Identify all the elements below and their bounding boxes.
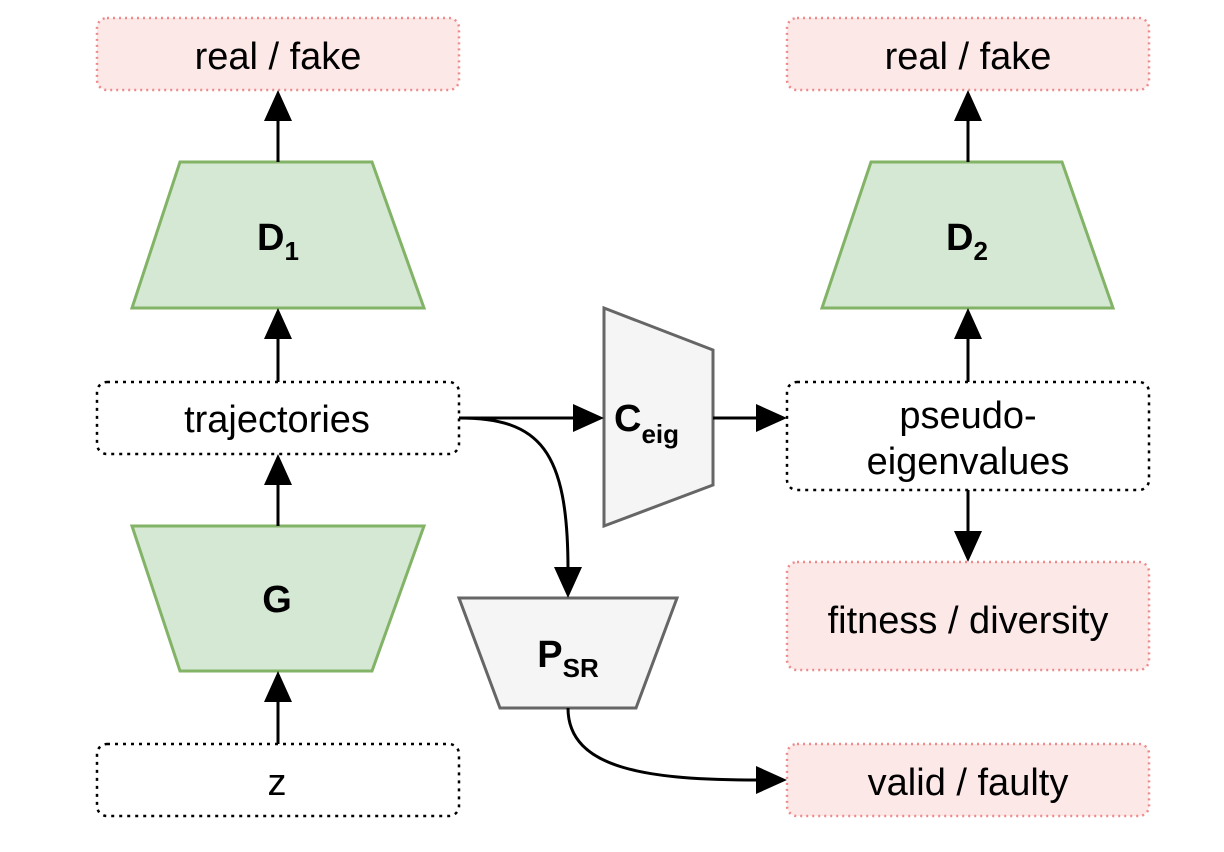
- trajectories-label: trajectories: [184, 399, 370, 441]
- d2-output-label: real / fake: [885, 36, 1052, 78]
- edge-pseudo-to-fitness: [954, 490, 982, 562]
- valid-faulty-box: [785, 742, 1151, 818]
- p-sr-module: PSR: [456, 596, 680, 710]
- discriminator-d1-shape: [129, 160, 427, 310]
- generator-g: G: [129, 524, 427, 673]
- z-node: z: [95, 742, 461, 818]
- c-eig-label: Ceig: [614, 398, 679, 449]
- edge-d2-to-output-arrowhead: [954, 90, 982, 121]
- z-label: z: [268, 762, 287, 804]
- trajectories-node: trajectories: [95, 380, 461, 456]
- edge-psr-to-valid-curve: [566, 707, 760, 782]
- edge-psr-to-valid-arrowhead: [756, 766, 787, 794]
- discriminator-d1-subscript: 1: [284, 236, 298, 266]
- pseudo-eigenvalues-line2: eigenvalues: [867, 441, 1070, 483]
- edge-d2-to-output: [954, 90, 982, 162]
- edge-trajectories-to-d1-arrowhead: [264, 308, 292, 339]
- discriminator-d2-label: D2: [946, 217, 988, 266]
- fitness-diversity-label: fitness / diversity: [828, 600, 1109, 642]
- discriminator-d1-label: D1: [257, 217, 299, 266]
- valid-faulty-node: valid / faulty: [785, 742, 1151, 818]
- p-sr-label: PSR: [537, 634, 599, 683]
- edge-trajectories-to-d1: [264, 308, 292, 382]
- discriminator-d1-main: D: [257, 217, 284, 259]
- edge-d1-to-output-arrowhead: [264, 90, 292, 121]
- p-sr-subscript: SR: [563, 653, 599, 683]
- edge-ceig-to-pseudo: [713, 404, 787, 432]
- edge-trajectories-to-psr: [458, 416, 582, 598]
- edge-ceig-to-pseudo-arrowhead: [756, 404, 787, 432]
- edge-z-to-g: [264, 671, 292, 744]
- p-sr-main: P: [537, 634, 562, 676]
- edge-z-to-g-arrowhead: [264, 671, 292, 702]
- c-eig-subscript: eig: [641, 419, 679, 449]
- discriminator-d2-shape: [819, 160, 1116, 310]
- pseudo-eigenvalues-line1: pseudo-: [899, 395, 1036, 437]
- edge-g-to-trajectories: [264, 454, 292, 526]
- discriminator-d2-main: D: [946, 217, 973, 259]
- d1-output-node: real / fake: [95, 16, 461, 92]
- d2-output-box: [785, 16, 1151, 92]
- edge-trajectories-to-psr-arrowhead: [554, 567, 582, 598]
- edge-psr-to-valid: [566, 707, 787, 794]
- c-eig-module: Ceig: [602, 305, 715, 529]
- edge-pseudo-to-fitness-arrowhead: [954, 531, 982, 562]
- d2-output-node: real / fake: [785, 16, 1151, 92]
- edge-pseudo-to-d2: [954, 308, 982, 382]
- c-eig-main: C: [614, 398, 641, 440]
- fitness-diversity-node: fitness / diversity: [785, 560, 1151, 672]
- c-eig-shape: [602, 305, 715, 529]
- discriminator-d1: D1: [129, 160, 427, 310]
- generator-g-shape: [129, 524, 427, 673]
- p-sr-shape: [456, 596, 680, 710]
- edge-d1-to-output: [264, 90, 292, 162]
- edge-g-to-trajectories-arrowhead: [264, 454, 292, 485]
- valid-faulty-label: valid / faulty: [868, 762, 1069, 804]
- discriminator-d2-subscript: 2: [973, 236, 987, 266]
- d1-output-box: [95, 16, 461, 92]
- generator-g-label: G: [262, 579, 292, 621]
- d1-output-label: real / fake: [195, 36, 362, 78]
- discriminator-d2: D2: [819, 160, 1116, 310]
- edge-pseudo-to-d2-arrowhead: [954, 308, 982, 339]
- edge-trajectories-to-ceig-arrowhead: [573, 404, 604, 432]
- pseudo-eigenvalues-node: pseudo- eigenvalues: [785, 380, 1151, 492]
- edge-trajectories-to-psr-curve: [458, 416, 570, 571]
- fitness-diversity-box: [785, 560, 1151, 672]
